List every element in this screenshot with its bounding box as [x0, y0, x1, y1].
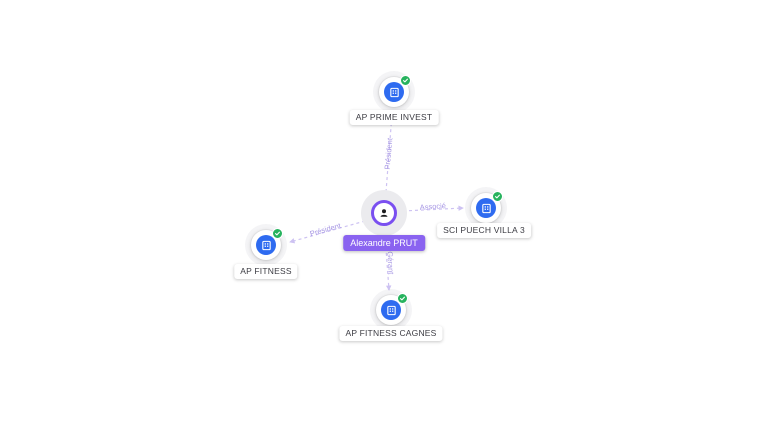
company-circle[interactable]: [379, 75, 411, 107]
edge-associe-sci-puech-villa-3: Associé: [402, 201, 464, 212]
person-label[interactable]: Alexandre PRUT: [343, 235, 425, 251]
company-label[interactable]: AP FITNESS: [234, 264, 298, 279]
edge-label: Gérant: [385, 251, 395, 275]
check-badge-icon: [272, 228, 283, 239]
edge-label: Associé: [419, 201, 446, 212]
building-icon: [384, 82, 404, 102]
company-label[interactable]: SCI PUECH VILLA 3: [437, 223, 531, 238]
building-icon: [381, 300, 401, 320]
check-badge-icon: [492, 191, 503, 202]
check-badge-icon: [397, 293, 408, 304]
check-badge-icon: [400, 75, 411, 86]
company-label[interactable]: AP PRIME INVEST: [349, 110, 439, 125]
edge-label: Président: [309, 221, 343, 239]
edge-label: Président: [383, 137, 395, 170]
company-circle[interactable]: [251, 228, 283, 260]
edge-president-ap-prime-invest: Président: [383, 113, 395, 193]
company-label[interactable]: AP FITNESS CAGNES: [339, 326, 443, 341]
building-icon: [476, 198, 496, 218]
company-circle[interactable]: [376, 293, 408, 325]
building-icon: [256, 235, 276, 255]
edge-gerant-ap-fitness-cagnes: Gérant: [384, 234, 396, 291]
person-icon[interactable]: [371, 200, 397, 226]
company-circle[interactable]: [471, 191, 503, 223]
